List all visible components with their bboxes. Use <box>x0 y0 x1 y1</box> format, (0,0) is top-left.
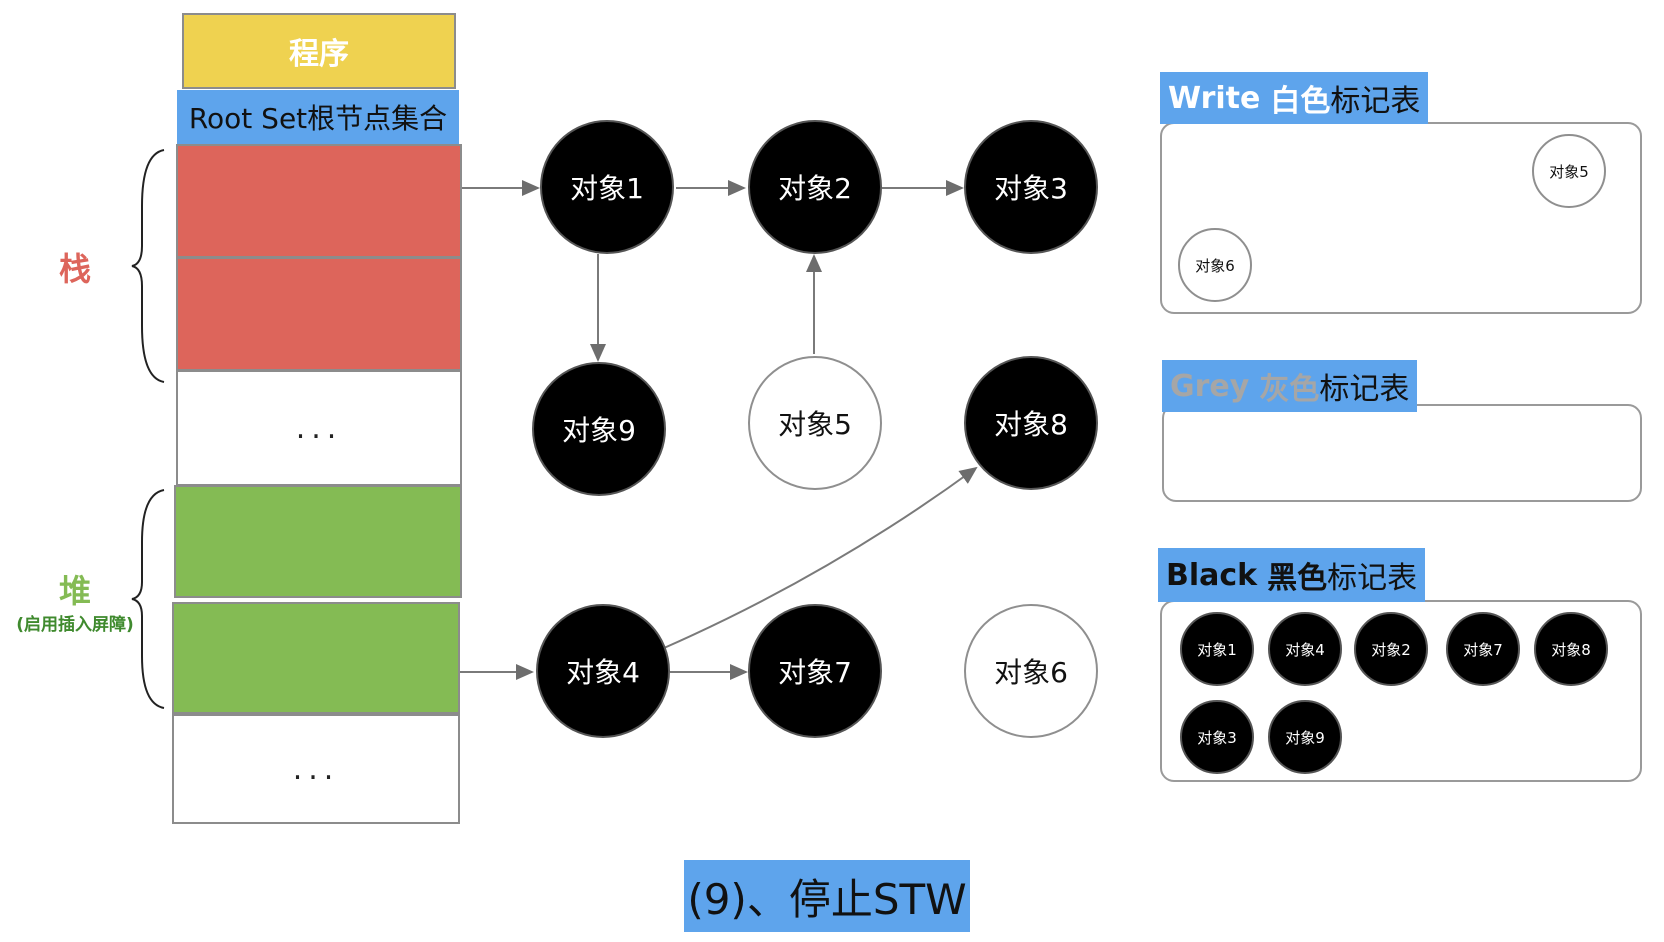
heap-ellipsis-cell: ... <box>172 714 460 824</box>
black-title-en: Black <box>1166 557 1258 593</box>
object-node-9: 对象9 <box>532 362 666 496</box>
black-title-color: 黑色 <box>1267 561 1328 596</box>
white-table-item: 对象5 <box>1532 134 1606 208</box>
heap-label: 堆 <box>58 572 91 610</box>
black-title-suffix: 标记表 <box>1327 561 1418 596</box>
object-node-5: 对象5 <box>748 356 882 490</box>
edge-obj4-to-obj8 <box>663 466 978 649</box>
object-node-4: 对象4 <box>536 604 670 738</box>
step-caption: (9)、停止STW <box>684 860 970 932</box>
heap-cell-2 <box>172 602 460 714</box>
black-table-item: 对象4 <box>1268 612 1342 686</box>
black-table-item: 对象1 <box>1180 612 1254 686</box>
black-table-title: Black 黑色 标记表 <box>1158 548 1426 602</box>
white-table-title: Write 白色 标记表 <box>1160 72 1429 124</box>
black-table-item: 对象2 <box>1354 612 1428 686</box>
black-table-item: 对象8 <box>1534 612 1608 686</box>
grey-mark-table <box>1162 404 1642 502</box>
object-node-8: 对象8 <box>964 356 1098 490</box>
program-box: 程序 <box>182 13 456 89</box>
grey-title-en: Grey <box>1170 368 1250 404</box>
object-node-7: 对象7 <box>748 604 882 738</box>
black-table-item: 对象7 <box>1446 612 1520 686</box>
stack-brace <box>131 149 165 383</box>
white-table-item: 对象6 <box>1178 228 1252 302</box>
white-title-suffix: 标记表 <box>1330 84 1421 119</box>
root-set-header: Root Set根节点集合 <box>177 90 459 144</box>
white-title-color: 白色 <box>1270 84 1331 119</box>
stack-cell-1 <box>176 144 462 258</box>
black-table-item: 对象3 <box>1180 700 1254 774</box>
stack-cell-2 <box>176 257 462 371</box>
stack-label: 栈 <box>58 250 91 288</box>
heap-sublabel: (启用插入屏障) <box>16 615 134 635</box>
object-node-3: 对象3 <box>964 120 1098 254</box>
heap-cell-1 <box>174 485 462 598</box>
grey-title-suffix: 标记表 <box>1319 372 1410 407</box>
object-node-1: 对象1 <box>540 120 674 254</box>
heap-brace <box>131 489 165 709</box>
white-title-en: Write <box>1168 80 1261 116</box>
black-table-item: 对象9 <box>1268 700 1342 774</box>
stack-ellipsis-cell: ... <box>176 370 462 486</box>
grey-table-title: Grey 灰色 标记表 <box>1162 360 1418 412</box>
object-node-6: 对象6 <box>964 604 1098 738</box>
object-node-2: 对象2 <box>748 120 882 254</box>
grey-title-color: 灰色 <box>1259 372 1320 407</box>
